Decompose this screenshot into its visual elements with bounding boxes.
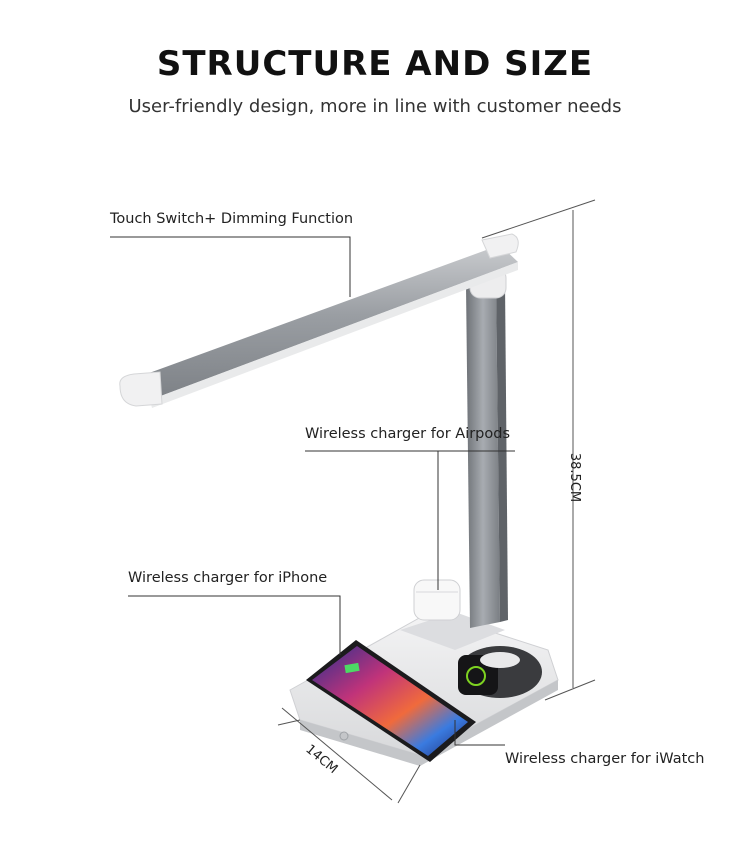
iphone-device xyxy=(306,640,476,762)
callout-iphone-charger: Wireless charger for iPhone xyxy=(128,570,328,586)
airpods-case xyxy=(413,579,461,621)
callout-iwatch-charger: Wireless charger for iWatch xyxy=(505,751,705,767)
callout-airpods-charger: Wireless charger for Airpods xyxy=(305,426,511,442)
touch-button-icon xyxy=(339,731,349,741)
height-dimension xyxy=(481,199,596,701)
callout-lines xyxy=(110,236,515,746)
lamp-pole xyxy=(466,267,508,628)
callout-touch-switch: Touch Switch+ Dimming Function xyxy=(110,211,354,227)
page-subtitle: User-friendly design, more in line with … xyxy=(128,96,622,117)
height-dimension-label: 38.5CM xyxy=(567,452,583,503)
iwatch-device xyxy=(458,646,542,698)
lamp-arm xyxy=(119,233,519,408)
width-dimension xyxy=(277,707,421,804)
page-title: STRUCTURE AND SIZE xyxy=(156,44,594,84)
